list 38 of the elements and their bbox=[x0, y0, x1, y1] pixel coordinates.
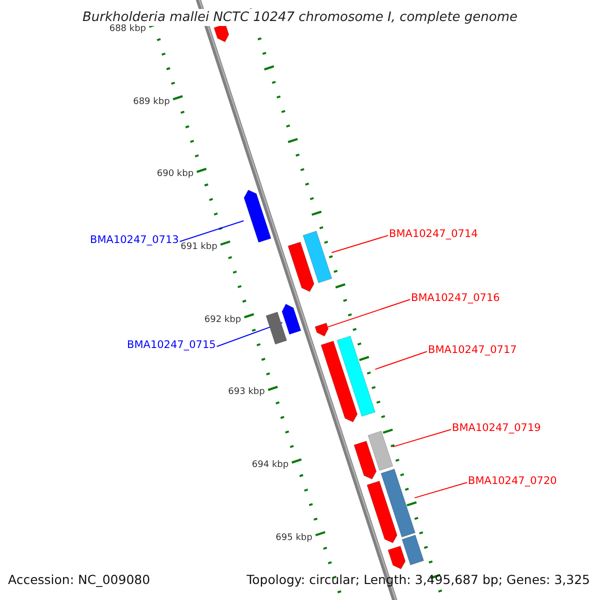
gene-block bbox=[402, 534, 424, 566]
scale-label: 692 kbp bbox=[204, 314, 242, 326]
gene-feature bbox=[320, 340, 358, 422]
accession-text: Accession: NC_009080 bbox=[8, 571, 150, 590]
scale-label: 691 kbp bbox=[180, 242, 218, 254]
scale-label: 689 kbp bbox=[133, 96, 170, 108]
gene-label: BMA10247_0713 bbox=[90, 234, 179, 247]
gene-feature bbox=[388, 545, 406, 569]
gene-feature bbox=[314, 322, 328, 336]
scale-label: 690 kbp bbox=[156, 169, 194, 180]
scale-label: 688 kbp bbox=[109, 24, 146, 36]
leader-line bbox=[179, 220, 244, 242]
gene-label: BMA10247_0714 bbox=[389, 228, 478, 241]
gene-block bbox=[336, 335, 376, 416]
leader-line bbox=[331, 235, 388, 254]
gene-feature bbox=[366, 480, 398, 544]
gene-feature bbox=[282, 304, 302, 335]
scale-label: 694 kbp bbox=[252, 460, 289, 472]
gene-feature bbox=[287, 241, 314, 292]
leader-line bbox=[392, 429, 452, 448]
gene-label: BMA10247_0717 bbox=[428, 344, 517, 357]
scale-label: 695 kbp bbox=[276, 532, 312, 544]
gene-feature bbox=[213, 24, 229, 42]
gene-block bbox=[266, 312, 288, 345]
gene-feature bbox=[354, 440, 377, 480]
leader-line bbox=[374, 351, 428, 370]
gene-label: BMA10247_0720 bbox=[468, 475, 557, 488]
gene-feature bbox=[243, 190, 272, 243]
scale-label: 693 kbp bbox=[228, 387, 265, 398]
gene-label: BMA10247_0719 bbox=[452, 422, 541, 435]
gene-block bbox=[380, 468, 416, 538]
genome-summary-text: Topology: circular; Length: 3,495,687 bp; Genes: 3,325 bbox=[246, 571, 590, 590]
gene-block bbox=[302, 230, 332, 284]
gene-label: BMA10247_0716 bbox=[411, 292, 500, 305]
gene-label: BMA10247_0715 bbox=[127, 339, 216, 352]
leader-line bbox=[327, 299, 410, 328]
gene-block bbox=[368, 430, 394, 471]
leader-line bbox=[414, 482, 468, 498]
